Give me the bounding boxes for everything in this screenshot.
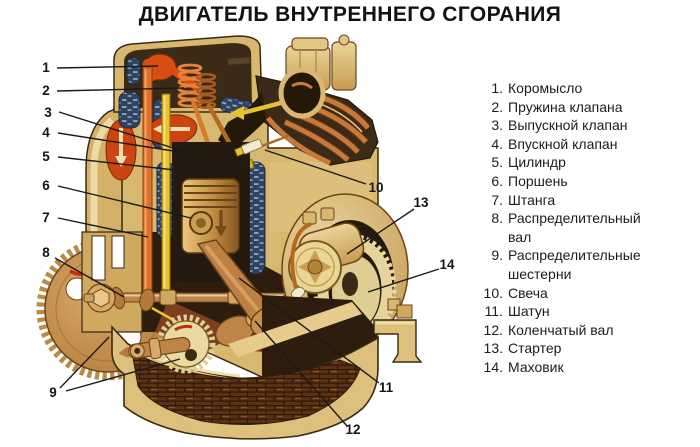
legend-item: 9. Распределительные шестерни <box>476 246 682 283</box>
legend-item-number: 12. <box>483 321 503 338</box>
callout-5: 5 <box>42 149 50 164</box>
callout-14: 14 <box>439 257 455 272</box>
timing-gear-small <box>118 314 216 374</box>
piston-motion-arrow <box>215 226 227 237</box>
legend-item: 13. Стартер <box>476 339 682 358</box>
leader-lines <box>54 65 440 427</box>
legend-item: 2. Пружина клапана <box>476 98 682 117</box>
spark-plug <box>234 134 289 157</box>
callout-13: 13 <box>413 195 429 210</box>
timing-cover-plate <box>81 231 143 333</box>
legend-item-number: 4. <box>491 135 503 152</box>
page-title: ДВИГАТЕЛЬ ВНУТРЕННЕГО СГОРАНИЯ <box>138 3 562 26</box>
flow-arrow-intake <box>230 106 244 120</box>
starter-wire <box>290 222 312 289</box>
piston-rings <box>184 185 237 208</box>
valve-spring <box>177 63 217 109</box>
legend-item: 12. Коленчатый вал <box>476 321 682 340</box>
legend-item: 5. Цилиндр <box>476 153 682 172</box>
legend-item: 11. Шатун <box>476 302 682 321</box>
flow-arrow-down <box>115 156 127 167</box>
legend-item-label: Шатун <box>508 303 550 320</box>
legend-item-number: 3. <box>491 117 503 134</box>
legend-item: 8. Распределительный вал <box>476 209 682 246</box>
legend-item-label: Штанга <box>508 191 556 208</box>
legend-item-number: 2. <box>491 98 503 115</box>
left-block-wall <box>85 104 137 253</box>
callout-4: 4 <box>42 125 50 140</box>
callout-11: 11 <box>379 380 394 395</box>
legend-item-number: 10. <box>483 284 503 301</box>
legend-item-number: 7. <box>491 191 503 208</box>
callout-9: 9 <box>49 385 57 400</box>
callout-10: 10 <box>368 180 383 195</box>
legend-item-label: Коленчатый вал <box>508 321 614 338</box>
air-horn <box>278 67 326 119</box>
legend-item-number: 14. <box>483 358 503 375</box>
legend-item: 4. Впускной клапан <box>476 135 682 154</box>
legend-item-label: Распределительный вал <box>508 210 641 245</box>
pan-rim-edge <box>228 302 362 357</box>
legend-item-number: 13. <box>483 340 503 357</box>
legend-item: 1. Коромысло <box>476 79 682 98</box>
legend-item-label: Коромысло <box>508 80 583 96</box>
callout-6: 6 <box>42 178 50 193</box>
camshaft-nut <box>92 288 110 308</box>
parts-legend: 1. Коромысло 2. Пружина клапана 3. Выпус… <box>476 79 682 377</box>
legend-item: 10. Свеча <box>476 284 682 303</box>
callout-8: 8 <box>42 245 50 260</box>
legend-item-number: 11. <box>484 303 503 320</box>
legend-item-label: Цилиндр <box>508 154 566 171</box>
legend-item-number: 8. <box>491 210 503 227</box>
legend-item-number: 5. <box>491 154 503 171</box>
legend-item-number: 1. <box>491 80 503 96</box>
legend-item-label: Поршень <box>508 172 568 189</box>
legend-item-label: Выпускной клапан <box>508 117 628 134</box>
valve-spring-2 <box>195 73 217 109</box>
legend-item-label: Стартер <box>508 340 562 357</box>
callout-2: 2 <box>42 83 50 98</box>
legend-item: 14. Маховик <box>476 358 682 377</box>
oil-pump-shaft <box>118 336 191 360</box>
callout-labels: 1 2 3 4 5 6 7 8 9 10 11 12 13 14 <box>42 60 455 437</box>
legend-item-label: Впускной клапан <box>508 135 618 152</box>
callout-12: 12 <box>345 422 360 437</box>
legend-item: 6. Поршень <box>476 172 682 191</box>
legend-item-number: 9. <box>491 247 503 264</box>
legend-item-label: Пружина клапана <box>508 98 623 115</box>
legend-item-number: 6. <box>491 172 503 189</box>
legend-item-label: Свеча <box>508 284 548 301</box>
starter <box>288 207 365 300</box>
callout-1: 1 <box>42 60 50 75</box>
mount-bracket <box>373 298 423 363</box>
legend-item: 3. Выпускной клапан <box>476 116 682 135</box>
legend-item: 7. Штанга <box>476 191 682 210</box>
callout-7: 7 <box>42 210 50 225</box>
legend-item-label: Распределительные шестерни <box>508 247 641 282</box>
callout-3: 3 <box>44 105 52 120</box>
carburetor <box>278 34 357 119</box>
legend-item-label: Маховик <box>508 358 564 375</box>
